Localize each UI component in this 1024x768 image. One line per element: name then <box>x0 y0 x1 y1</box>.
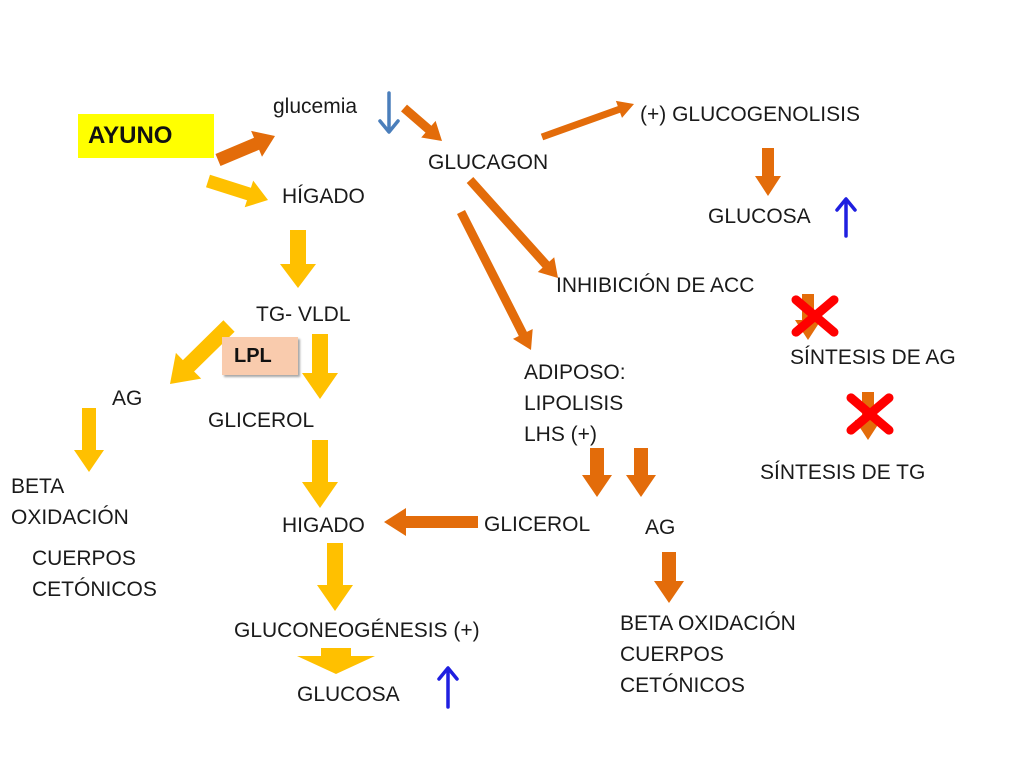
arrow-gluconeogenesis-to-glucosa <box>297 648 375 674</box>
beta-right-line-3: CETÓNICOS <box>620 674 745 697</box>
cuerpos-cetonicos-left: CUERPOS CETÓNICOS <box>32 543 157 605</box>
arrow-glicerol-to-higado <box>384 508 478 536</box>
arrow-glucagon-to-inhibicion <box>466 177 558 278</box>
glicerol-right-label: GLICEROL <box>484 513 591 536</box>
inhibition-cross-icon-2 <box>846 393 894 435</box>
arrow-higado-to-tg-vldl <box>280 230 316 288</box>
glucosa-bottom-up-arrow-icon <box>437 666 459 709</box>
glucosa-bottom-label: GLUCOSA <box>297 683 400 706</box>
arrow-glucagon-to-glucogenolisis <box>540 100 634 141</box>
beta-left-line-2: OXIDACIÓN <box>11 506 129 529</box>
higado-bottom-label: HIGADO <box>282 514 365 537</box>
arrow-ayuno-to-higado <box>206 174 268 208</box>
ag-right-label: AG <box>645 516 676 539</box>
ayuno-box: AYUNO <box>78 114 214 158</box>
beta-right-line-2: CUERPOS <box>620 643 724 666</box>
arrow-ag-to-beta-oxidacion <box>654 552 684 603</box>
arrow-higado-to-gluconeogenesis <box>317 543 353 611</box>
adiposo-label: ADIPOSO: LIPOLISIS LHS (+) <box>524 357 626 450</box>
glucemia-label: glucemia <box>273 95 358 118</box>
higado-top-label: HÍGADO <box>282 185 365 208</box>
arrow-adiposo-to-glicerol <box>582 448 612 497</box>
glucosa-top-up-arrow-icon <box>835 197 857 238</box>
cuerpos-left-line-1: CUERPOS <box>32 547 136 570</box>
adiposo-line-2: LIPOLISIS <box>524 392 624 415</box>
arrow-tg-vldl-to-glicerol <box>302 334 338 399</box>
beta-oxidacion-left: BETA OXIDACIÓN <box>11 471 129 533</box>
beta-right-line-1: BETA OXIDACIÓN <box>620 612 796 635</box>
sintesis-tg-label: SÍNTESIS DE TG <box>760 461 926 484</box>
inhibicion-acc-label: INHIBICIÓN DE ACC <box>556 274 755 297</box>
adiposo-line-3: LHS (+) <box>524 423 597 446</box>
arrow-ayuno-to-glucemia <box>215 130 275 166</box>
arrow-glicerol-to-higado-yellow <box>302 440 338 508</box>
arrow-ag-to-beta-left <box>74 408 104 472</box>
adiposo-line-1: ADIPOSO: <box>524 361 626 384</box>
glucagon-label: GLUCAGON <box>428 151 549 174</box>
lpl-box: LPL <box>222 337 298 375</box>
beta-oxidacion-right: BETA OXIDACIÓN CUERPOS CETÓNICOS <box>620 608 796 701</box>
arrow-glucagon-to-adiposo <box>457 210 533 350</box>
glucogenolisis-label: (+) GLUCOGENOLISIS <box>640 103 860 126</box>
tg-vldl-label: TG- VLDL <box>256 303 351 326</box>
beta-left-line-1: BETA <box>11 475 65 498</box>
arrow-tg-vldl-to-ag <box>170 320 235 384</box>
arrow-glucogenolisis-to-glucosa <box>755 148 781 196</box>
arrow-glucemia-to-glucagon <box>401 104 442 141</box>
glicerol-left-label: GLICEROL <box>208 409 315 432</box>
cuerpos-left-line-2: CETÓNICOS <box>32 578 157 601</box>
glucemia-down-arrow-icon <box>378 91 400 134</box>
ag-left-label: AG <box>112 387 143 410</box>
sintesis-ag-label: SÍNTESIS DE AG <box>790 346 956 369</box>
arrow-adiposo-to-ag <box>626 448 656 497</box>
gluconeogenesis-label: GLUCONEOGÉNESIS (+) <box>234 619 480 642</box>
glucosa-top-label: GLUCOSA <box>708 205 811 228</box>
inhibition-cross-icon-1 <box>791 295 839 337</box>
